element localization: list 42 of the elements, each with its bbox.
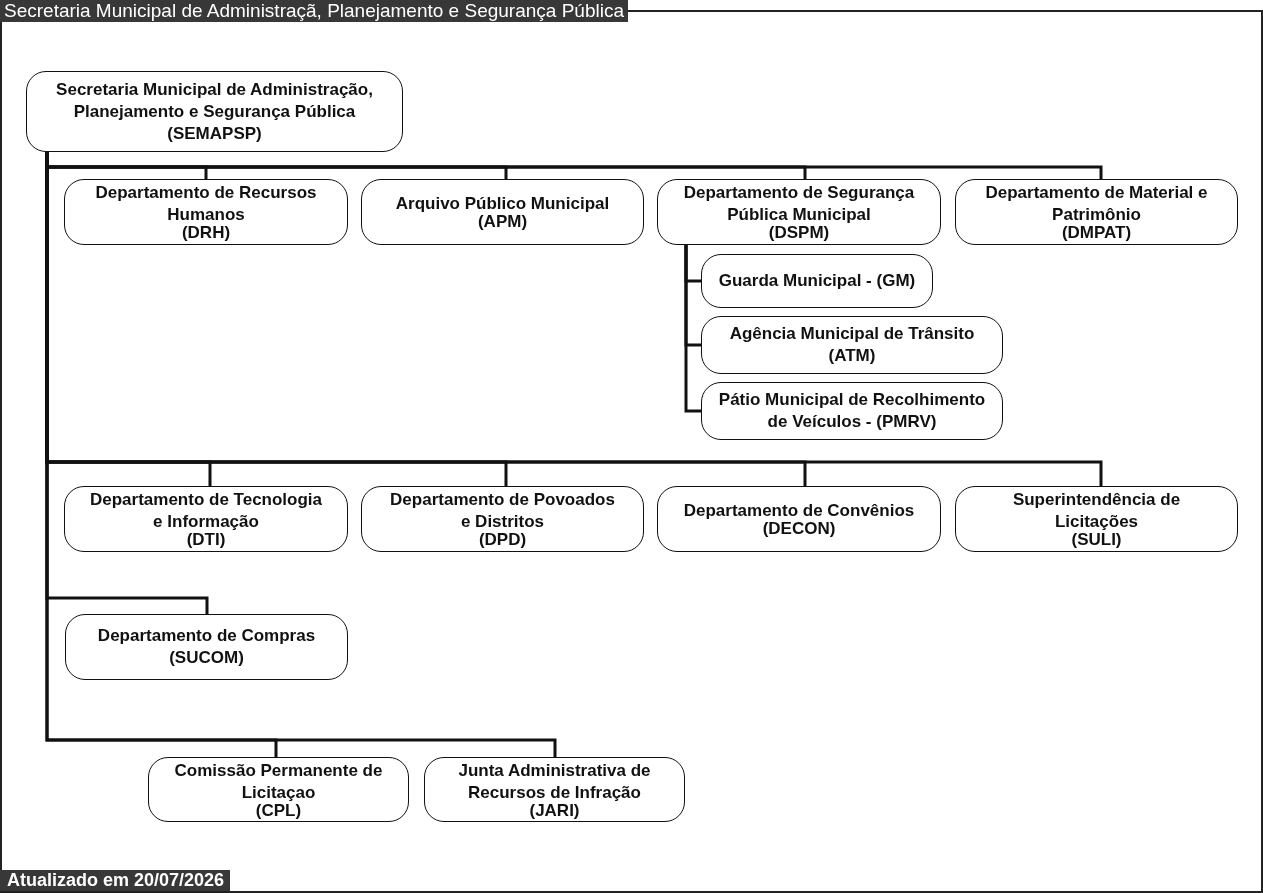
unit-abbreviation: (DECON) <box>762 519 836 538</box>
unit-abbreviation: (SULI) <box>1071 530 1122 549</box>
unit-name: Superintendência de Licitações <box>1011 489 1182 533</box>
org-unit-box <box>64 179 348 245</box>
unit-abbreviation: (DTI) <box>186 530 226 549</box>
unit-name: Departamento de Povoados e Distritos <box>389 489 616 533</box>
unit-name: Agência Municipal de Trânsito <box>729 323 975 345</box>
unit-name: Departamento de Material e Patrimônio <box>984 182 1209 226</box>
org-unit-box <box>148 757 409 822</box>
org-unit-box <box>701 316 1003 374</box>
unit-abbreviation: (DPD) <box>478 530 527 549</box>
unit-name: Departamento de Tecnologia e Informação <box>88 489 324 533</box>
org-unit-box <box>361 179 644 245</box>
org-unit-box <box>26 71 403 152</box>
unit-abbreviation: (APM) <box>477 212 528 231</box>
update-date-note: Atualizado em 20/07/2026 <box>0 870 231 891</box>
unit-abbreviation: (DSPM) <box>768 223 830 242</box>
unit-abbreviation: (DRH) <box>181 223 231 242</box>
org-unit-box <box>701 382 1003 440</box>
org-unit-box <box>955 486 1238 552</box>
title-banner: Secretaria Municipal de Administraçã, Planejamento e Segurança Pública <box>0 0 628 22</box>
org-unit-box <box>65 614 348 680</box>
org-unit-box <box>361 486 644 552</box>
org-unit-box <box>657 179 941 245</box>
unit-name: Pátio Municipal de Recolhimento de Veículos - (PMRV) <box>717 389 987 433</box>
org-unit-box <box>64 486 348 552</box>
unit-name: Arquivo Público Municipal <box>395 193 610 215</box>
unit-name: Departamento de Recursos Humanos <box>94 182 318 226</box>
unit-name: Departamento de Segurança Pública Municipal <box>682 182 916 226</box>
org-unit-box <box>424 757 685 822</box>
unit-name: Secretaria Municipal de Administração, Planejamento e Segurança Pública <box>55 78 374 123</box>
unit-abbreviation: (SEMAPSP) <box>167 122 262 145</box>
connector-line <box>684 245 701 413</box>
unit-abbreviation: (DMPAT) <box>1061 223 1132 242</box>
unit-name: Departamento de Convênios <box>683 500 915 522</box>
unit-name: Guarda Municipal - (GM) <box>718 270 916 292</box>
unit-abbreviation: (ATM) <box>828 345 876 367</box>
unit-name: Departamento de Compras <box>97 625 316 647</box>
org-unit-box <box>955 179 1238 245</box>
org-unit-box <box>701 254 933 308</box>
org-unit-box <box>657 486 941 552</box>
unit-abbreviation: (SUCOM) <box>169 647 244 669</box>
